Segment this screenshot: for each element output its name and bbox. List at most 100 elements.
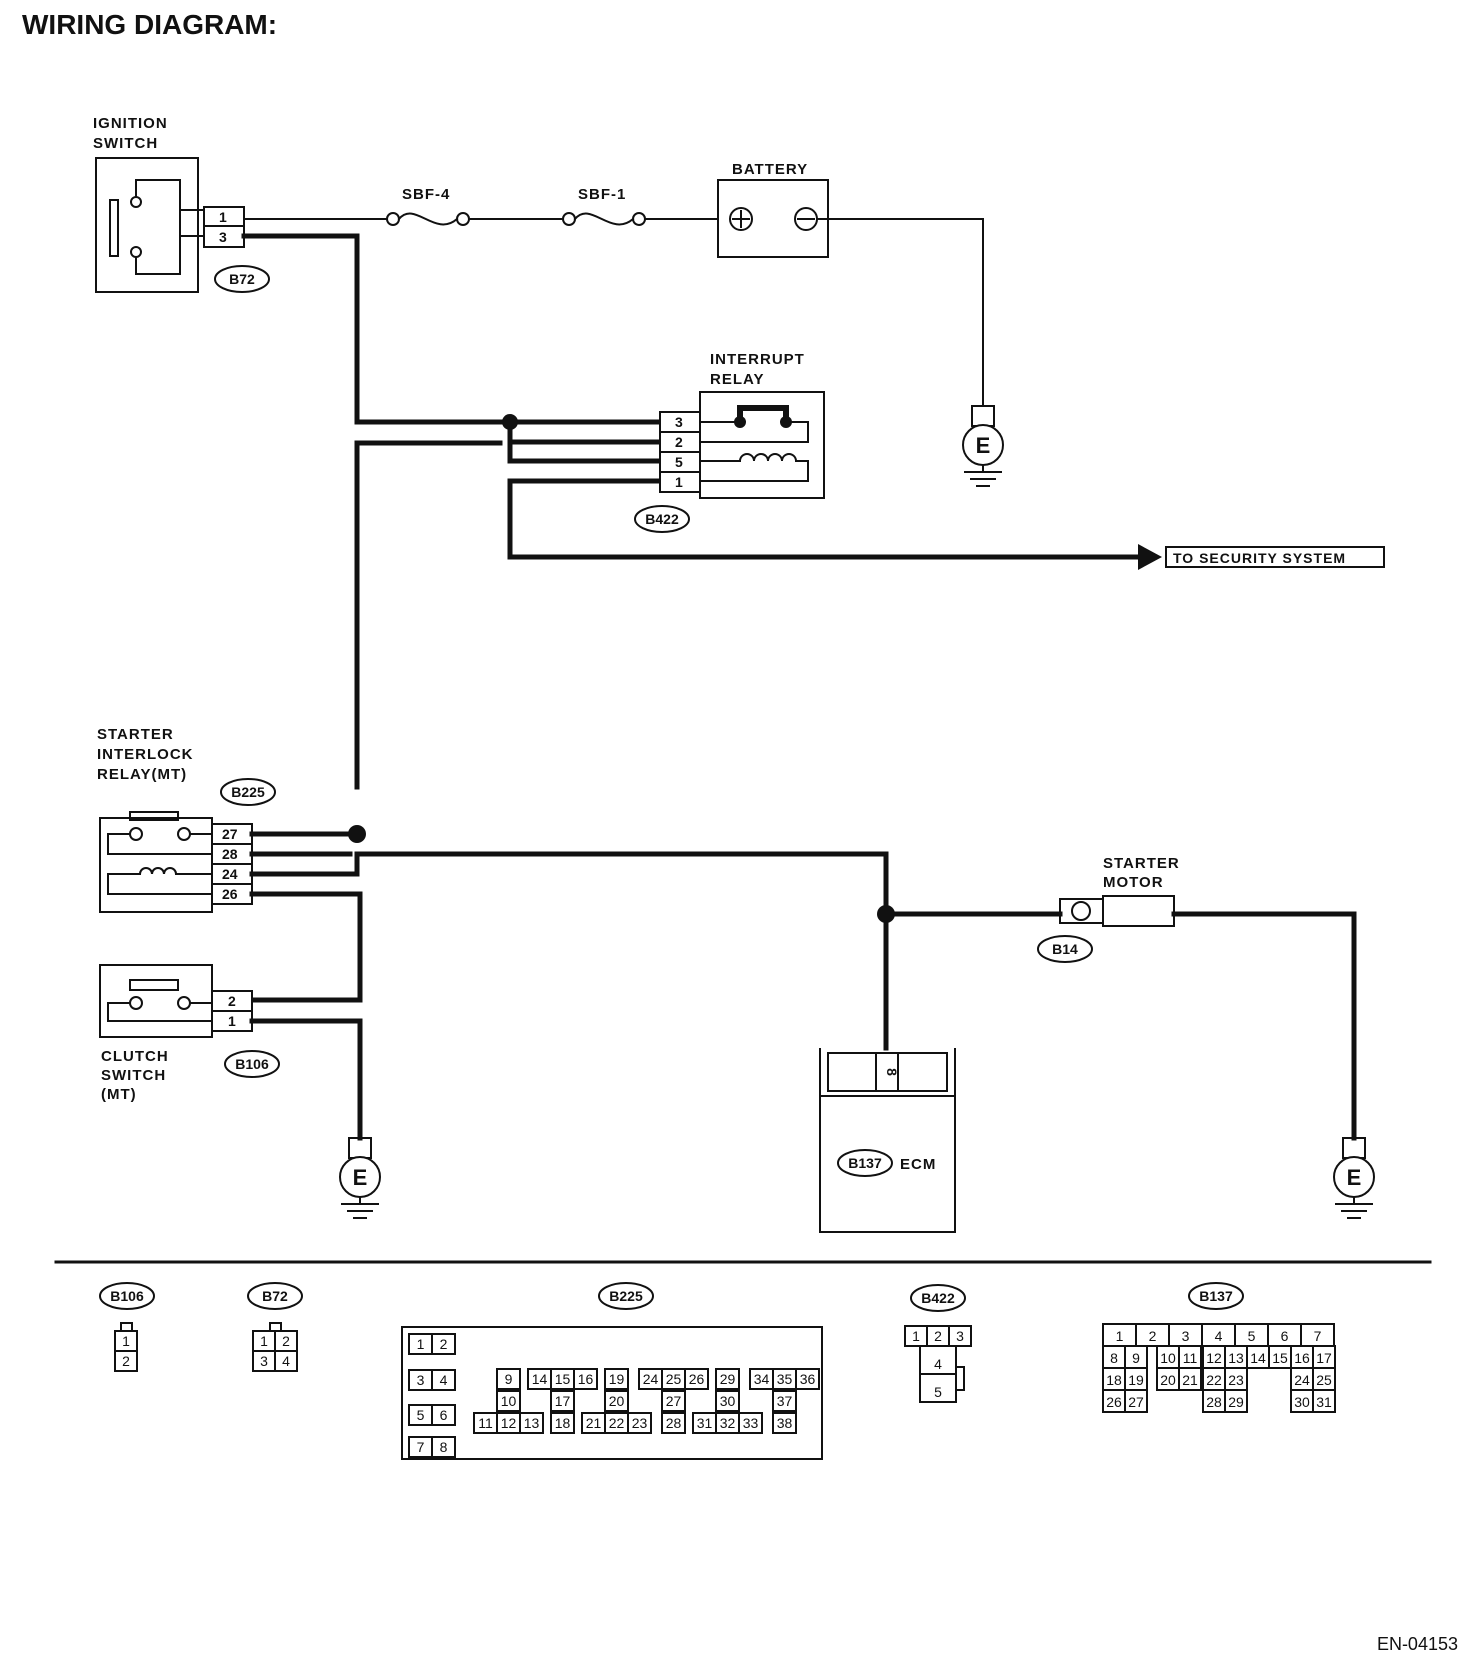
interrupt-relay: INTERRUPT RELAY 3 2 5 1 B422	[634, 351, 825, 533]
ground-symbol: E	[339, 1137, 381, 1219]
ground-label: E	[1347, 1165, 1362, 1190]
ignition-switch-label-1: IGNITION	[93, 115, 168, 132]
pin-number: 3	[260, 1353, 268, 1369]
pin-number: 5	[934, 1384, 942, 1400]
page-title: WIRING DIAGRAM:	[22, 9, 277, 40]
pin-number: 2	[1149, 1328, 1157, 1344]
fuse-sbf4: SBF-4	[386, 186, 470, 226]
b225-pin-28: 28	[222, 846, 238, 862]
pin-number: 4	[440, 1372, 448, 1388]
pin-number: 19	[609, 1371, 625, 1387]
ground-symbol: E	[962, 405, 1004, 487]
pin-number: 25	[666, 1371, 682, 1387]
connector-ref: B422	[921, 1290, 955, 1306]
pin-number: 7	[1314, 1328, 1322, 1344]
pin-number: 24	[643, 1371, 659, 1387]
b106-connector-ref: B106	[235, 1056, 269, 1072]
pin-number: 29	[720, 1371, 736, 1387]
pin-number: 6	[1281, 1328, 1289, 1344]
pin-number: 9	[505, 1371, 513, 1387]
interrupt-relay-label-1: INTERRUPT	[710, 351, 805, 368]
pin-number: 26	[1106, 1394, 1122, 1410]
b72-pin-3: 3	[219, 229, 227, 245]
pin-number: 2	[122, 1353, 130, 1369]
pin-number: 10	[501, 1393, 517, 1409]
pin-number: 2	[934, 1328, 942, 1344]
fuse-sbf1: SBF-1	[562, 186, 646, 226]
starter-motor-label-2: MOTOR	[1103, 874, 1164, 891]
b422-pin-2: 2	[675, 434, 683, 450]
connector-ref: B72	[262, 1288, 288, 1304]
ecm: 8 B137 ECM	[819, 1048, 956, 1233]
pin-number: 18	[1106, 1372, 1122, 1388]
pin-number: 6	[440, 1407, 448, 1423]
pin-number: 13	[1228, 1350, 1244, 1366]
b106-pin-1: 1	[228, 1013, 236, 1029]
pin-number: 16	[1294, 1350, 1310, 1366]
b422-connector-ref: B422	[645, 511, 679, 527]
pin-number: 2	[282, 1333, 290, 1349]
arrow-to-security	[1138, 544, 1162, 570]
connector-ref: B225	[609, 1288, 643, 1304]
pin-number: 9	[1132, 1350, 1140, 1366]
pin-number: 1	[417, 1336, 425, 1352]
sir-label-3: RELAY(MT)	[97, 766, 187, 783]
connector-ref: B137	[1199, 1288, 1233, 1304]
pin-number: 31	[1316, 1394, 1332, 1410]
pin-number: 1	[1116, 1328, 1124, 1344]
pin-number: 16	[578, 1371, 594, 1387]
ignition-switch-label-2: SWITCH	[93, 135, 158, 152]
b225-pin-26: 26	[222, 886, 238, 902]
connector-ref: B106	[110, 1288, 144, 1304]
junction-b225	[348, 825, 366, 843]
pin-number: 34	[754, 1371, 770, 1387]
battery-label: BATTERY	[732, 161, 808, 178]
pin-number: 5	[417, 1407, 425, 1423]
pin-number: 22	[1206, 1372, 1222, 1388]
pin-number: 17	[1316, 1350, 1332, 1366]
pin-number: 5	[1248, 1328, 1256, 1344]
pin-number: 28	[666, 1415, 682, 1431]
to-security-system-label: TO SECURITY SYSTEM	[1173, 550, 1346, 566]
pin-number: 14	[1250, 1350, 1266, 1366]
junction-relay	[502, 414, 518, 430]
pin-number: 33	[743, 1415, 759, 1431]
pin-number: 7	[417, 1439, 425, 1455]
b422-pin-3: 3	[675, 414, 683, 430]
b137-pin-8: 8	[884, 1068, 900, 1076]
ground-symbol: E	[1333, 1137, 1375, 1219]
pin-number: 29	[1228, 1394, 1244, 1410]
pin-number: 28	[1206, 1394, 1222, 1410]
pin-number: 21	[586, 1415, 602, 1431]
pin-number: 24	[1294, 1372, 1310, 1388]
pin-number: 20	[1160, 1372, 1176, 1388]
junction-starter	[877, 905, 895, 923]
pin-number: 25	[1316, 1372, 1332, 1388]
pin-number: 27	[666, 1393, 682, 1409]
pin-number: 13	[524, 1415, 540, 1431]
b422-pin-1: 1	[675, 474, 683, 490]
b225-pin-27: 27	[222, 826, 238, 842]
b422-pin-5: 5	[675, 454, 683, 470]
pin-number: 31	[697, 1415, 713, 1431]
pin-number: 21	[1182, 1372, 1198, 1388]
pin-number: 17	[555, 1393, 571, 1409]
pin-number: 1	[260, 1333, 268, 1349]
b14-connector-ref: B14	[1052, 941, 1078, 957]
battery: BATTERY	[717, 161, 829, 258]
pin-number: 18	[555, 1415, 571, 1431]
pin-number: 27	[1128, 1394, 1144, 1410]
b225-pin-24: 24	[222, 866, 238, 882]
clutch-switch-label-2: SWITCH	[101, 1067, 166, 1084]
clutch-switch: 2 1 CLUTCH SWITCH (MT) B106	[99, 964, 280, 1103]
pin-number: 3	[956, 1328, 964, 1344]
starter-motor: STARTER MOTOR B14	[1037, 855, 1180, 963]
starter-motor-label-1: STARTER	[1103, 855, 1180, 872]
ground-label: E	[353, 1165, 368, 1190]
pin-number: 1	[122, 1333, 130, 1349]
pin-number: 8	[440, 1439, 448, 1455]
